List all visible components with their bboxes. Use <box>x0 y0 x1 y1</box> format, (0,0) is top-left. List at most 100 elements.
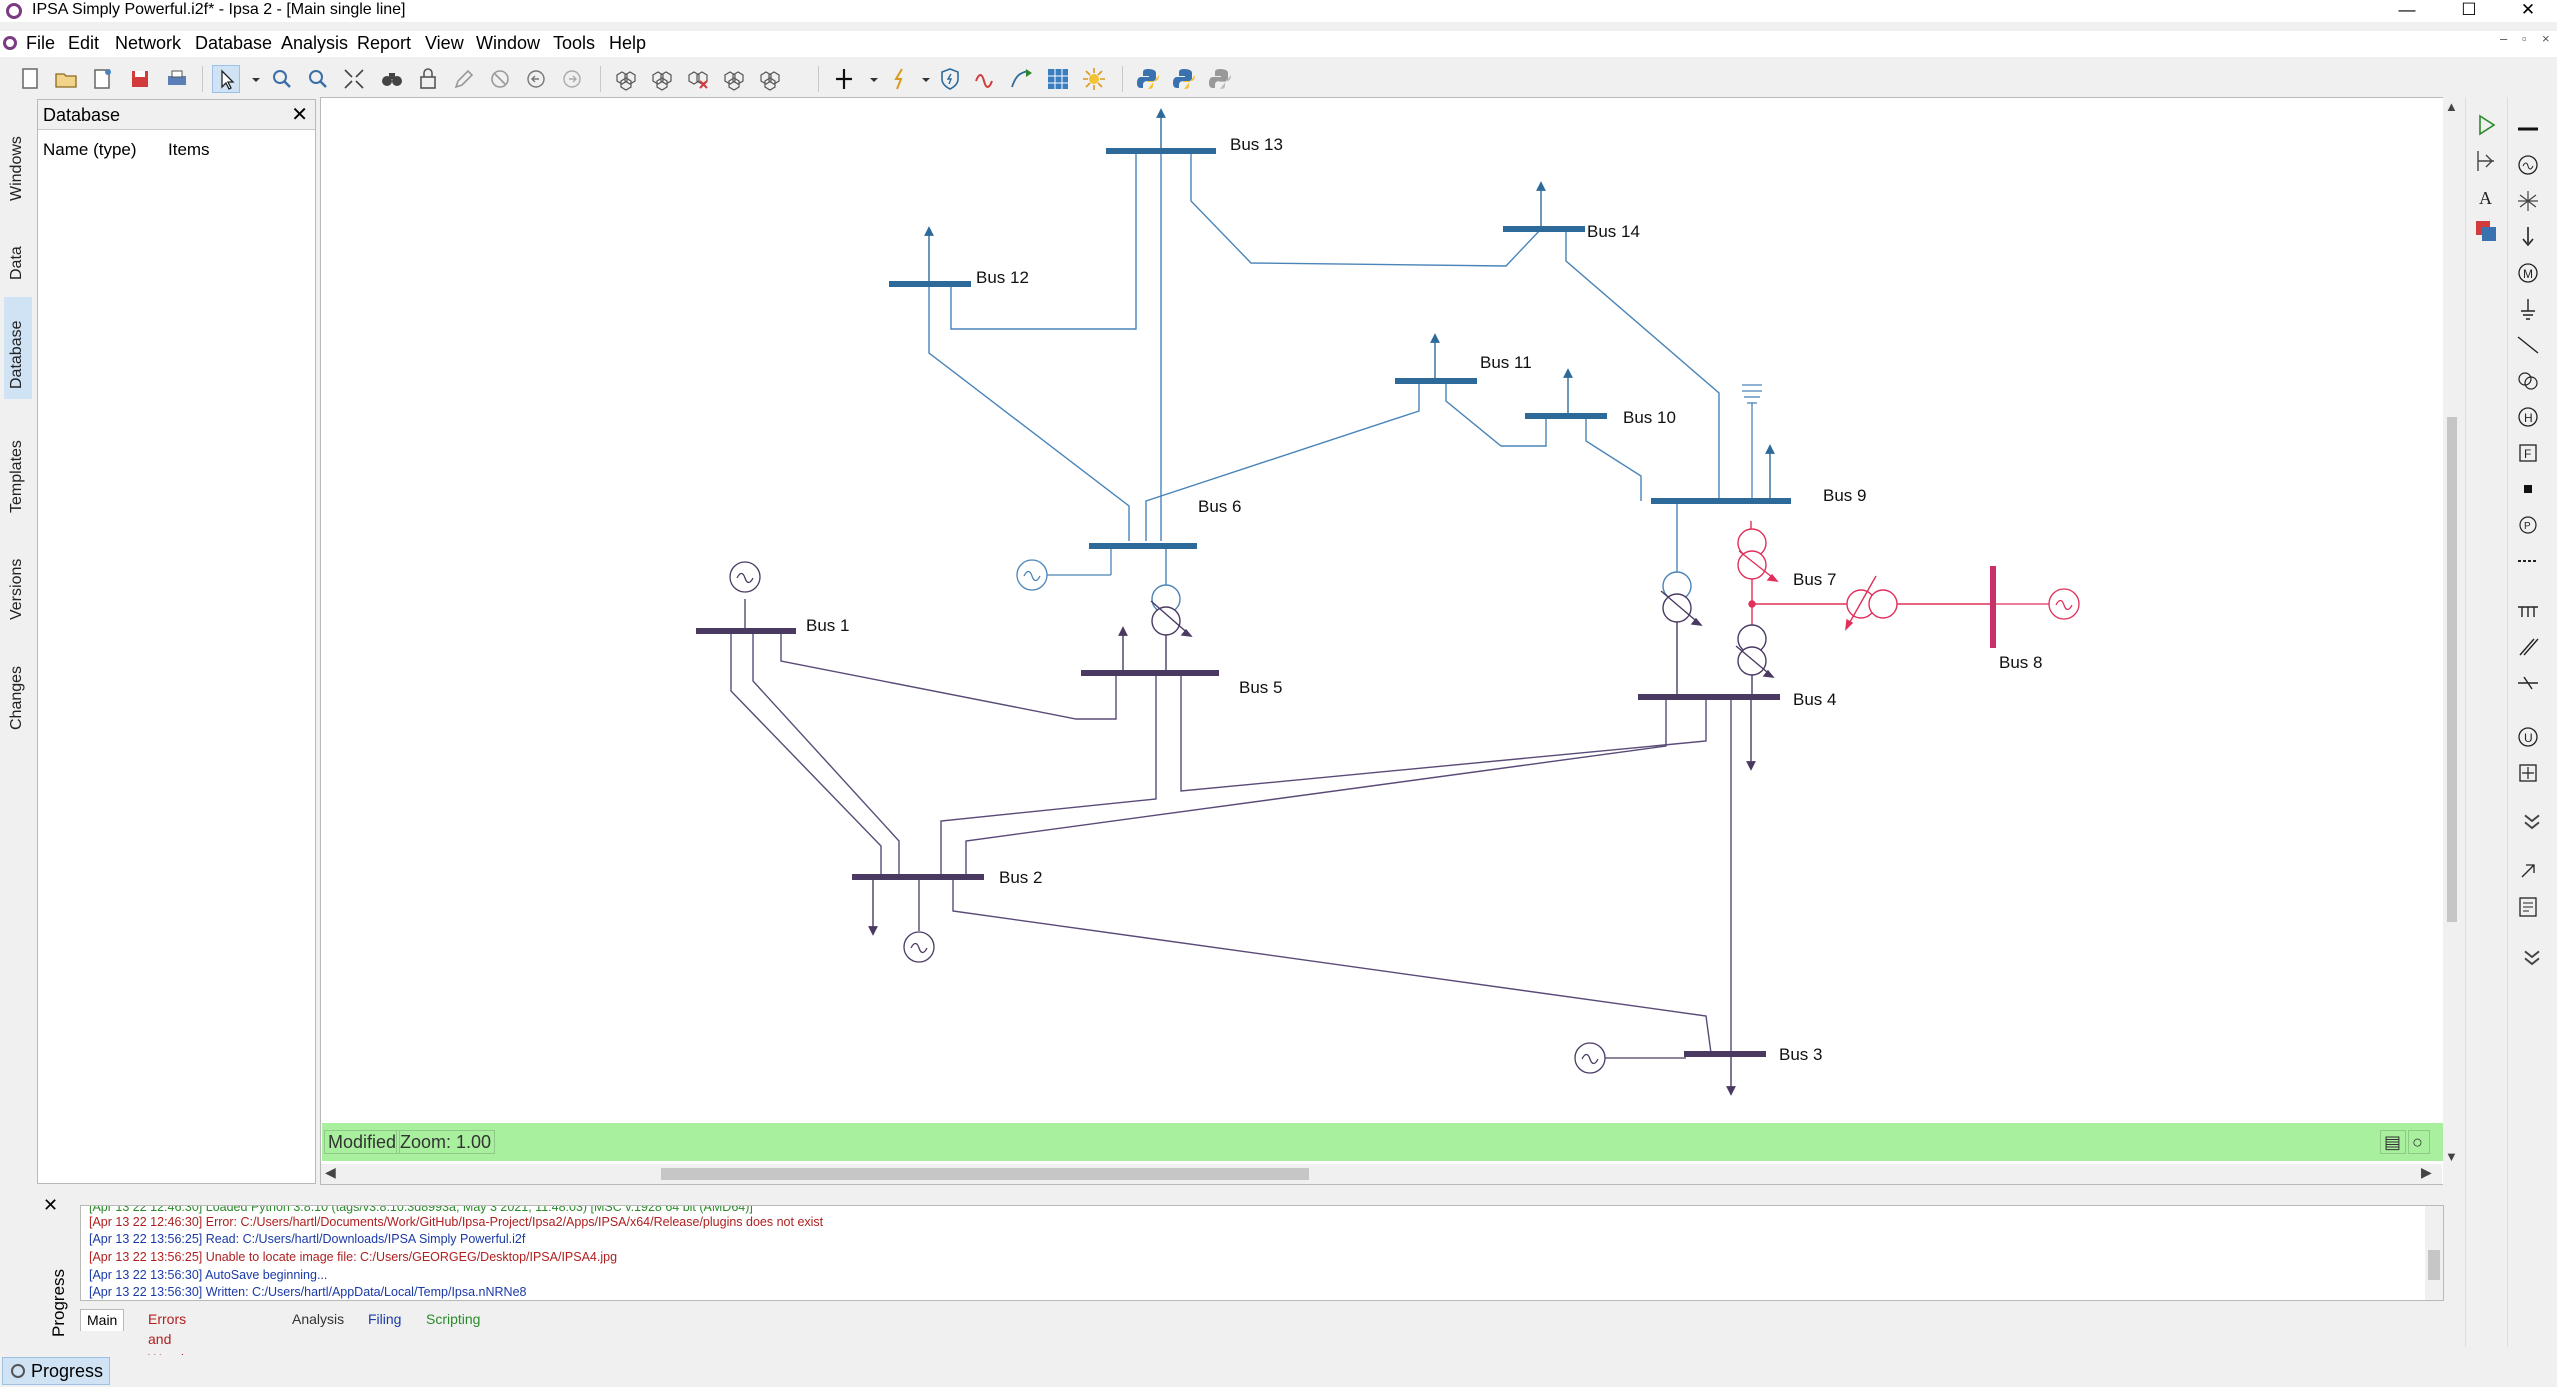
tab-filing[interactable]: Filing <box>368 1311 402 1327</box>
vertical-scrollbar[interactable]: ▲ ▼ <box>2443 97 2461 1185</box>
line-bus10-bus9[interactable] <box>1585 416 1642 501</box>
transformer-bus9-bus7-icon[interactable] <box>1737 528 1779 604</box>
open-folder-icon[interactable] <box>52 65 80 93</box>
menu-report[interactable]: Report <box>357 33 412 53</box>
line-bus2-bus5[interactable] <box>940 673 1157 876</box>
expand-more-icon-2[interactable] <box>2518 943 2540 966</box>
fault-tool-icon[interactable] <box>886 65 914 93</box>
ups-palette-icon[interactable]: U <box>2514 723 2542 751</box>
tab-templates[interactable]: Templates <box>8 440 25 513</box>
busbar-bus11[interactable] <box>1395 378 1477 384</box>
line-bus12-bus6[interactable] <box>928 284 1130 541</box>
line-bus13-bus14[interactable] <box>1190 151 1542 267</box>
fault-dropdown-icon[interactable] <box>912 65 930 93</box>
python-script-icon[interactable] <box>1170 65 1198 93</box>
play-icon[interactable] <box>2472 111 2500 139</box>
harmonics-wave-icon[interactable] <box>972 65 1000 93</box>
load-palette-icon[interactable] <box>2514 223 2542 251</box>
document-icon[interactable] <box>3 36 17 50</box>
battery-palette-icon[interactable] <box>2514 759 2542 787</box>
generator-bus1-icon[interactable] <box>729 561 761 629</box>
grid-view-icon[interactable] <box>1044 65 1072 93</box>
line-bus1-bus2-a[interactable] <box>730 631 882 876</box>
colour-layers-icon[interactable] <box>2472 217 2500 245</box>
tab-windows[interactable]: Windows <box>8 136 25 201</box>
minimize-button[interactable]: — <box>2398 0 2416 19</box>
generator-bus2-icon[interactable] <box>903 880 935 963</box>
generator-palette-icon[interactable] <box>2514 151 2542 179</box>
scroll-down-icon[interactable]: ▼ <box>2445 1149 2458 1164</box>
forward-icon[interactable] <box>558 65 586 93</box>
menu-database[interactable]: Database <box>195 33 273 53</box>
status-view-icon[interactable]: ▤ <box>2380 1130 2406 1154</box>
line-bus11-bus10[interactable] <box>1445 381 1547 447</box>
cable-palette-icon[interactable] <box>2514 547 2542 575</box>
tab-database[interactable]: Database <box>4 297 32 399</box>
transformer-bus7-bus8-icon[interactable] <box>1748 575 1991 631</box>
mdi-restore-icon[interactable]: ▫ <box>2522 31 2527 46</box>
scroll-right-icon[interactable]: ▶ <box>2421 1164 2432 1180</box>
mdi-close-icon[interactable]: × <box>2542 31 2550 46</box>
zoom-fit-icon[interactable] <box>340 65 368 93</box>
lock-icon[interactable] <box>414 65 442 93</box>
protection-palette-icon[interactable]: P <box>2514 511 2542 539</box>
busbar-bus3[interactable] <box>1684 1051 1766 1057</box>
status-overview-icon[interactable]: ○ <box>2408 1130 2430 1154</box>
transformer-palette-icon[interactable] <box>2514 367 2542 395</box>
block-palette-icon[interactable] <box>2514 475 2542 503</box>
line-bus2-bus3[interactable] <box>952 876 1712 1054</box>
new-file-icon[interactable] <box>16 65 44 93</box>
motor-palette-icon[interactable]: M <box>2514 259 2542 287</box>
busbar-bus9[interactable] <box>1651 498 1791 504</box>
back-icon[interactable] <box>522 65 550 93</box>
tab-data[interactable]: Data <box>8 246 25 280</box>
menu-file[interactable]: File <box>26 33 56 53</box>
line-bus14-bus9[interactable] <box>1565 229 1720 501</box>
busbar-bus6[interactable] <box>1089 543 1197 549</box>
busbar-tool-icon[interactable] <box>830 65 858 93</box>
line-bus5-bus4[interactable] <box>1180 673 1707 792</box>
find-icon[interactable] <box>378 65 406 93</box>
transformer-bus9-bus4-icon[interactable] <box>1660 571 1703 697</box>
database-panel-close-button[interactable]: ✕ <box>291 104 308 126</box>
cancel-icon[interactable] <box>486 65 514 93</box>
annotation-palette-icon[interactable] <box>2514 857 2542 885</box>
network-export-icon[interactable] <box>756 65 784 93</box>
menu-tools[interactable]: Tools <box>553 33 596 53</box>
tab-versions[interactable]: Versions <box>8 558 25 620</box>
scroll-left-icon[interactable]: ◀ <box>325 1164 336 1180</box>
shunt-capacitor-icon[interactable] <box>1742 384 1762 501</box>
progress-dock-tab[interactable]: Progress <box>2 1357 110 1385</box>
network-delete-icon[interactable] <box>684 65 712 93</box>
busbar-dropdown-icon[interactable] <box>860 65 878 93</box>
busbar-bus2[interactable] <box>852 874 984 880</box>
scroll-up-icon[interactable]: ▲ <box>2445 99 2458 114</box>
network-cubes-icon[interactable] <box>612 65 640 93</box>
tab-scripting[interactable]: Scripting <box>426 1311 481 1327</box>
busbar-bus5[interactable] <box>1081 670 1219 676</box>
new-template-icon[interactable] <box>88 65 116 93</box>
select-dropdown-icon[interactable] <box>242 65 260 93</box>
busbar-bus8[interactable] <box>1990 566 1996 648</box>
progress-log[interactable]: [Apr 13 22 12:46:30] Loaded Python 3.8.1… <box>80 1205 2444 1301</box>
zoom-out-icon[interactable] <box>304 65 332 93</box>
busbar-bus1[interactable] <box>696 628 796 634</box>
menu-help[interactable]: Help <box>609 33 647 53</box>
filter-palette-icon[interactable]: F <box>2514 439 2542 467</box>
select-pointer-icon[interactable] <box>212 65 240 93</box>
grid-infeed-palette-icon[interactable] <box>2514 187 2542 215</box>
busbar-palette-icon[interactable] <box>2514 115 2542 143</box>
tab-changes[interactable]: Changes <box>8 665 25 730</box>
protection-shield-icon[interactable] <box>936 65 964 93</box>
notes-palette-icon[interactable] <box>2514 893 2542 921</box>
edit-pencil-icon[interactable] <box>450 65 478 93</box>
tab-main[interactable]: Main <box>80 1309 125 1331</box>
python-disabled-icon[interactable] <box>1206 65 1234 93</box>
maximize-button[interactable]: ☐ <box>2461 0 2477 19</box>
single-line-diagram-canvas[interactable]: Bus 1 Bus 2 Bus 3 Bus 4 Bus 5 Bus 6 Bus … <box>320 97 2444 1185</box>
line-bus2-bus4[interactable] <box>965 697 1667 876</box>
busbar-bus14[interactable] <box>1503 226 1585 232</box>
sun-burst-icon[interactable] <box>1080 65 1108 93</box>
print-icon[interactable] <box>163 65 191 93</box>
network-merge-icon[interactable] <box>720 65 748 93</box>
